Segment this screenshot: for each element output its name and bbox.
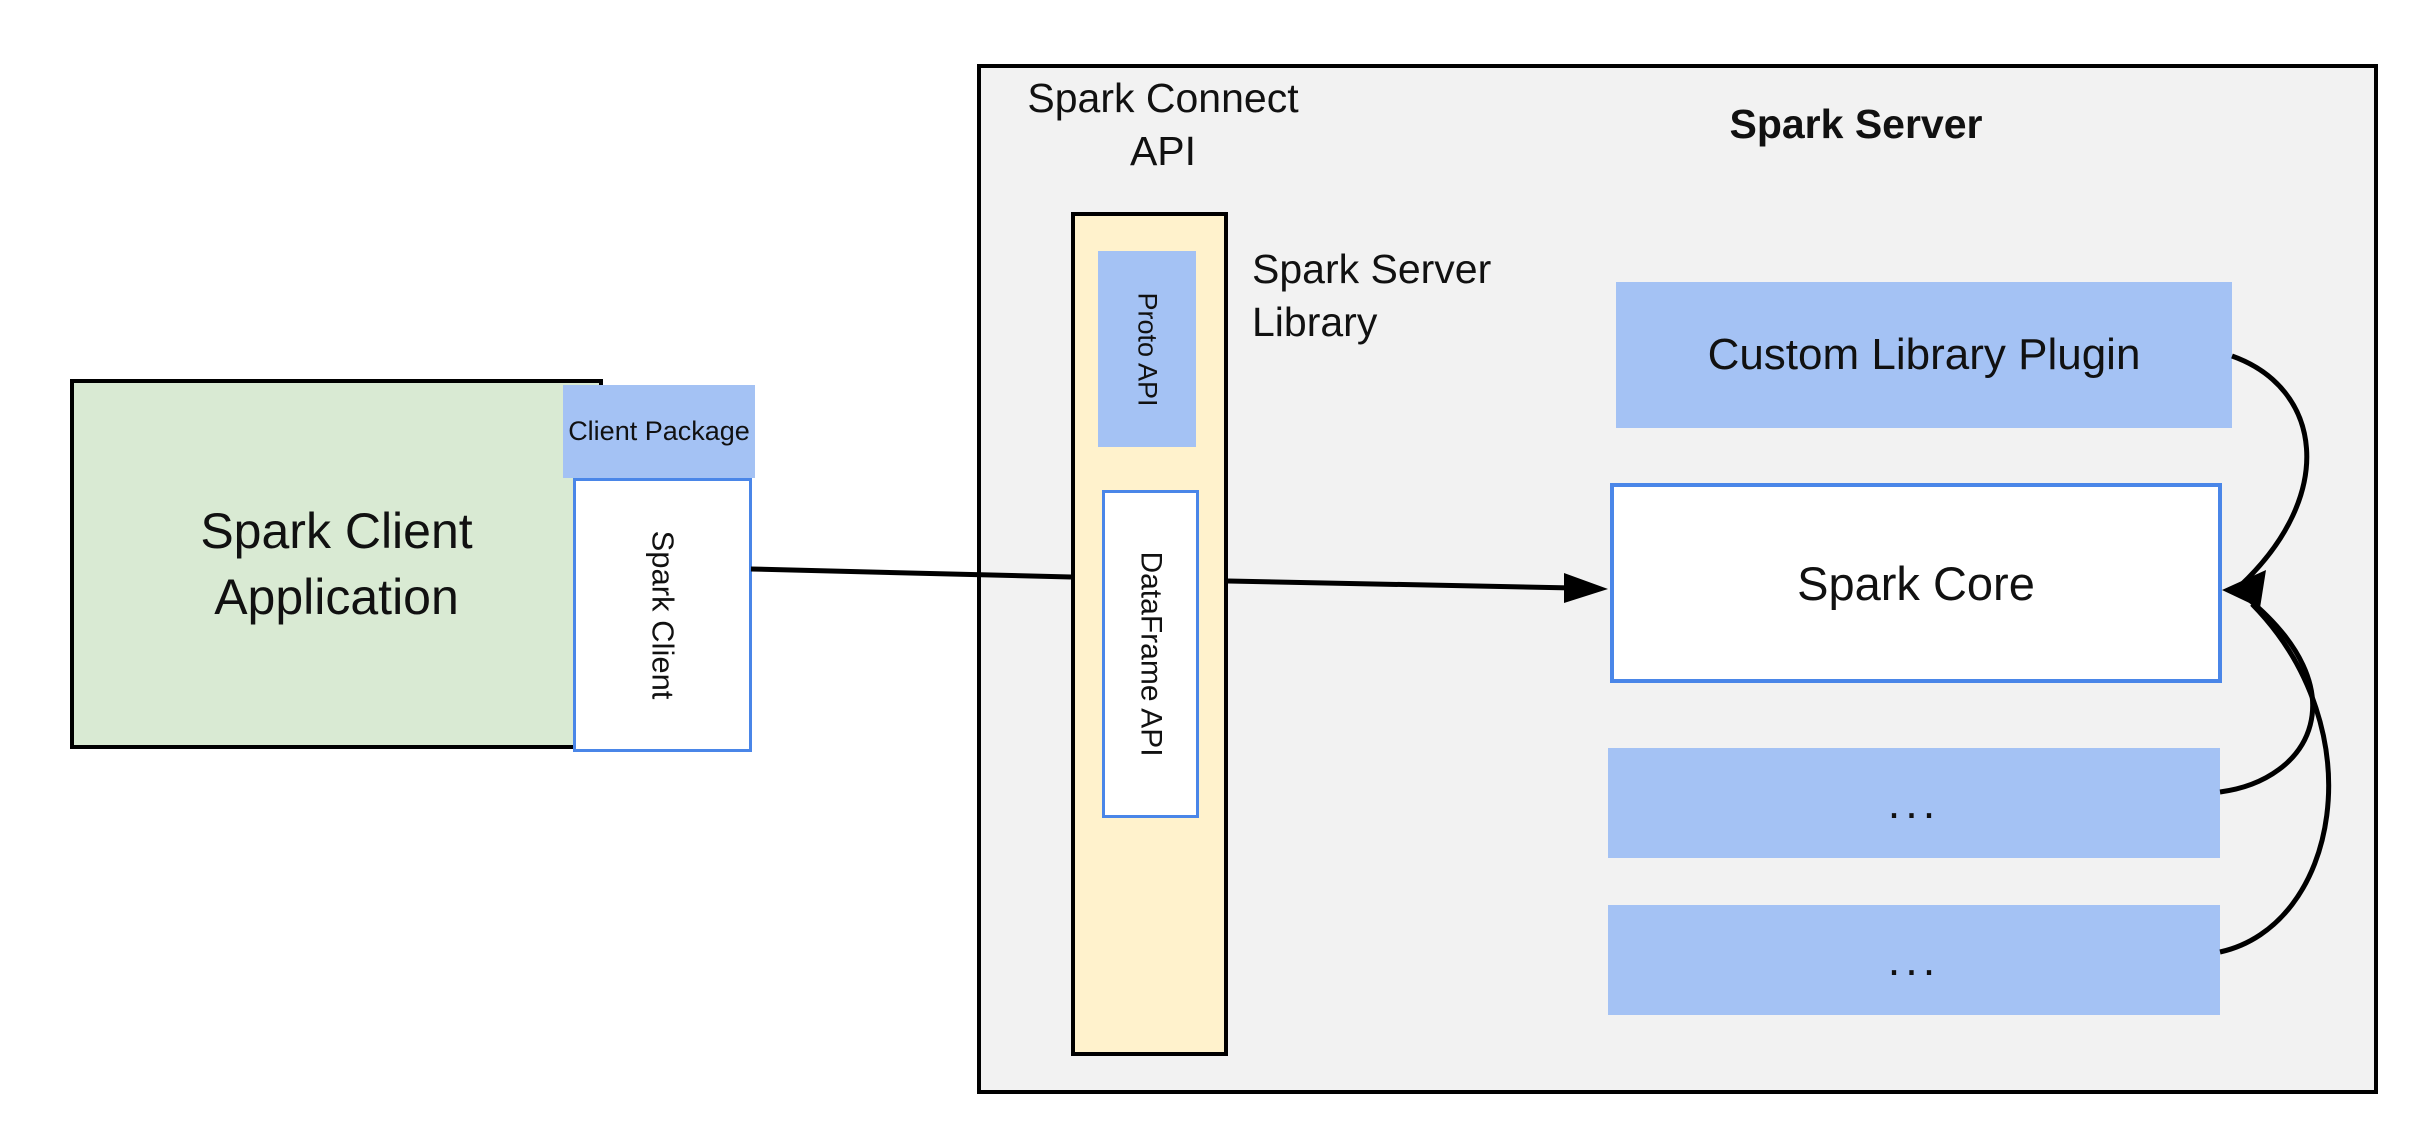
dataframe-api-label: DataFrame API [1134,551,1168,757]
spark-core-box: Spark Core [1610,483,2222,683]
spark-client-box: Spark Client [573,478,752,752]
custom-library-plugin-box: Custom Library Plugin [1616,282,2232,428]
plugin-placeholder-box-bottom: ... [1608,905,2220,1015]
spark-connect-api-title: Spark Connect API [1027,75,1299,174]
custom-library-plugin-label: Custom Library Plugin [1707,330,2141,379]
client-package-label: Client Package [568,416,750,446]
spark-server-title: Spark Server [1729,101,1983,147]
spark-client-application-box: Spark Client Application [70,379,603,749]
client-package-box: Client Package [563,385,755,478]
spark-server-library-label: Spark Server Library [1252,246,1492,345]
ellipsis-label: ... [1887,777,1941,828]
proto-api-label: Proto API [1132,291,1163,407]
spark-client-label: Spark Client [645,530,681,700]
ellipsis-label: ... [1887,934,1941,985]
dataframe-api-box: DataFrame API [1102,490,1199,818]
spark-core-label: Spark Core [1797,556,2035,610]
spark-client-application-label: Spark Client Application [200,503,473,625]
proto-api-box: Proto API [1098,251,1196,447]
plugin-placeholder-box-top: ... [1608,748,2220,858]
